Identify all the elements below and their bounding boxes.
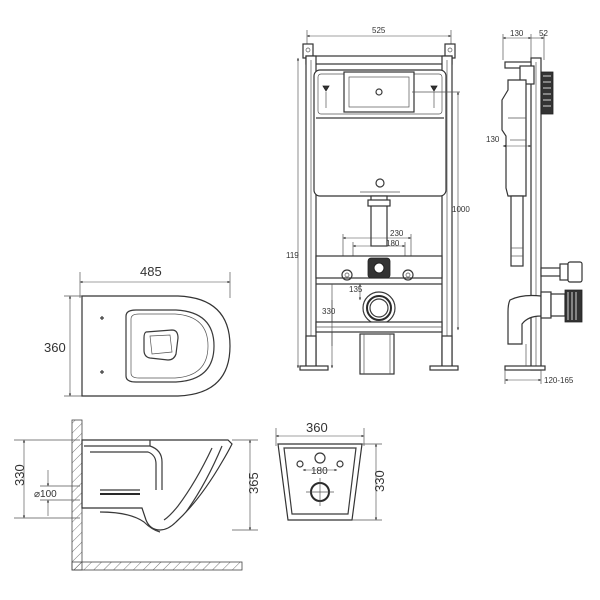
dim-front-width: 360 — [306, 420, 328, 435]
dim-side-offset-top: 52 — [539, 29, 548, 38]
dim-side-depth-top: 130 — [510, 29, 524, 38]
frame-front-view: 525 119 100 — [286, 26, 470, 375]
dim-section-height-right: 365 — [246, 472, 261, 494]
dim-floor-height: 330 — [322, 307, 336, 316]
dim-stud-spacing-inner: 180 — [386, 239, 400, 248]
dim-stud-spacing: 230 — [390, 229, 404, 238]
dim-bowl-width: 360 — [44, 340, 66, 355]
dim-front-hole-spacing: 180 — [311, 466, 328, 477]
dim-frame-total-height: 119 — [286, 251, 299, 260]
dim-side-depth-mid: 130 — [486, 135, 500, 144]
bowl-side-section: 330 ⌀100 365 — [12, 419, 261, 571]
dim-section-height-left: 330 — [12, 464, 27, 486]
dim-front-height: 330 — [372, 470, 387, 492]
frame-side-view: 130 52 130 — [486, 29, 583, 385]
dim-frame-height: 1000 — [452, 205, 470, 214]
dim-drain-height: 135 — [349, 285, 363, 294]
bowl-front-view: 360 180 330 — [275, 420, 387, 521]
dim-frame-width: 525 — [372, 26, 386, 35]
dim-pipe-diameter: ⌀100 — [34, 489, 57, 500]
bowl-top-view: 485 360 — [44, 264, 231, 397]
dim-bowl-length: 485 — [140, 264, 162, 279]
dim-side-depth-range: 120-165 — [544, 376, 574, 385]
